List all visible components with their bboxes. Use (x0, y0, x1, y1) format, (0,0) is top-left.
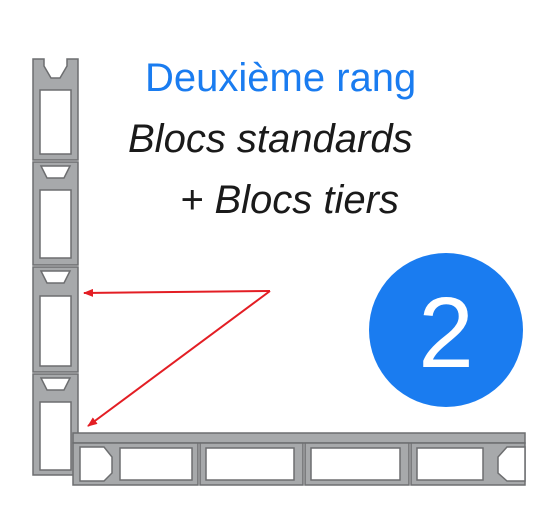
step-badge: 2 (369, 253, 523, 407)
horizontal-block (199, 442, 304, 486)
heading-line-third-blocks: + Blocs tiers (180, 178, 399, 222)
arrow-connector (87, 290, 271, 427)
horizontal-block (304, 442, 410, 486)
heading-title: Deuxième rang (145, 56, 417, 100)
badge-circle (369, 253, 523, 407)
vertical-block (32, 373, 79, 476)
horizontal-block (410, 442, 526, 486)
vertical-block (32, 266, 79, 373)
horizontal-block (72, 442, 199, 486)
vertical-block-column (32, 58, 79, 476)
red-arrows (83, 288, 271, 427)
arrow-to-block-3 (83, 288, 271, 297)
horizontal-block-row (72, 432, 526, 486)
badge-number: 2 (418, 277, 474, 389)
vertical-block (32, 58, 79, 161)
vertical-block (32, 161, 79, 266)
heading-line-standard-blocks: Blocs standards (128, 117, 413, 161)
